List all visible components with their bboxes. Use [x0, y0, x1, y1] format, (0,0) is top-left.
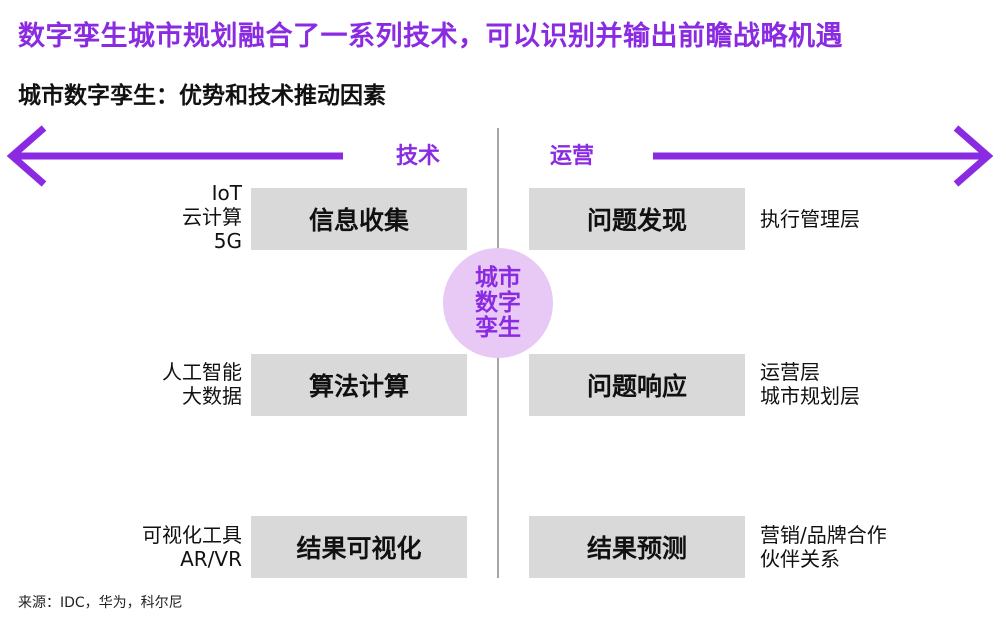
left-item: 人工智能 [162, 360, 242, 384]
page-title: 数字孪生城市规划融合了一系列技术，可以识别并输出前瞻战略机遇 [18, 21, 843, 52]
right-item: 伙伴关系 [760, 547, 840, 571]
left-box-row-0: 信息收集 [251, 188, 467, 250]
left-item: 可视化工具 [142, 523, 242, 547]
source-note: 来源：IDC，华为，科尔尼 [18, 595, 183, 611]
right-item: 执行管理层 [760, 207, 860, 231]
right-item: 运营层 [760, 360, 820, 384]
left-item: 5G [213, 229, 242, 253]
left-item: 大数据 [182, 384, 242, 408]
left-arrow [6, 125, 343, 187]
page-subtitle: 城市数字孪生：优势和技术推动因素 [18, 83, 386, 109]
left-items-row-2: 可视化工具 AR/VR [142, 523, 242, 571]
left-item: 云计算 [182, 205, 242, 229]
center-label-line: 孪生 [475, 314, 521, 341]
right-item: 营销/品牌合作 [760, 523, 887, 547]
right-item: 城市规划层 [760, 384, 860, 408]
center-label-line: 城市 [475, 264, 521, 291]
center-label-line: 数字 [475, 289, 521, 316]
right-box-row-2: 结果预测 [529, 516, 745, 578]
axis-label-technology: 技术 [396, 144, 441, 169]
right-items-row-1: 运营层 城市规划层 [760, 360, 860, 408]
left-item: AR/VR [180, 547, 242, 571]
left-items-row-1: 人工智能 大数据 [162, 360, 242, 408]
right-items-row-2: 营销/品牌合作 伙伴关系 [760, 523, 887, 571]
right-box-row-0: 问题发现 [529, 188, 745, 250]
left-items-row-0: IoT 云计算 5G [182, 181, 242, 253]
center-circle-digital-twin: 城市 数字 孪生 [443, 248, 553, 358]
left-box-row-1: 算法计算 [251, 354, 467, 416]
right-arrow [653, 125, 994, 187]
right-items-row-0: 执行管理层 [760, 207, 860, 231]
axis-label-operations: 运营 [550, 144, 595, 169]
left-item: IoT [211, 181, 242, 205]
right-box-row-1: 问题响应 [529, 354, 745, 416]
left-box-row-2: 结果可视化 [251, 516, 467, 578]
